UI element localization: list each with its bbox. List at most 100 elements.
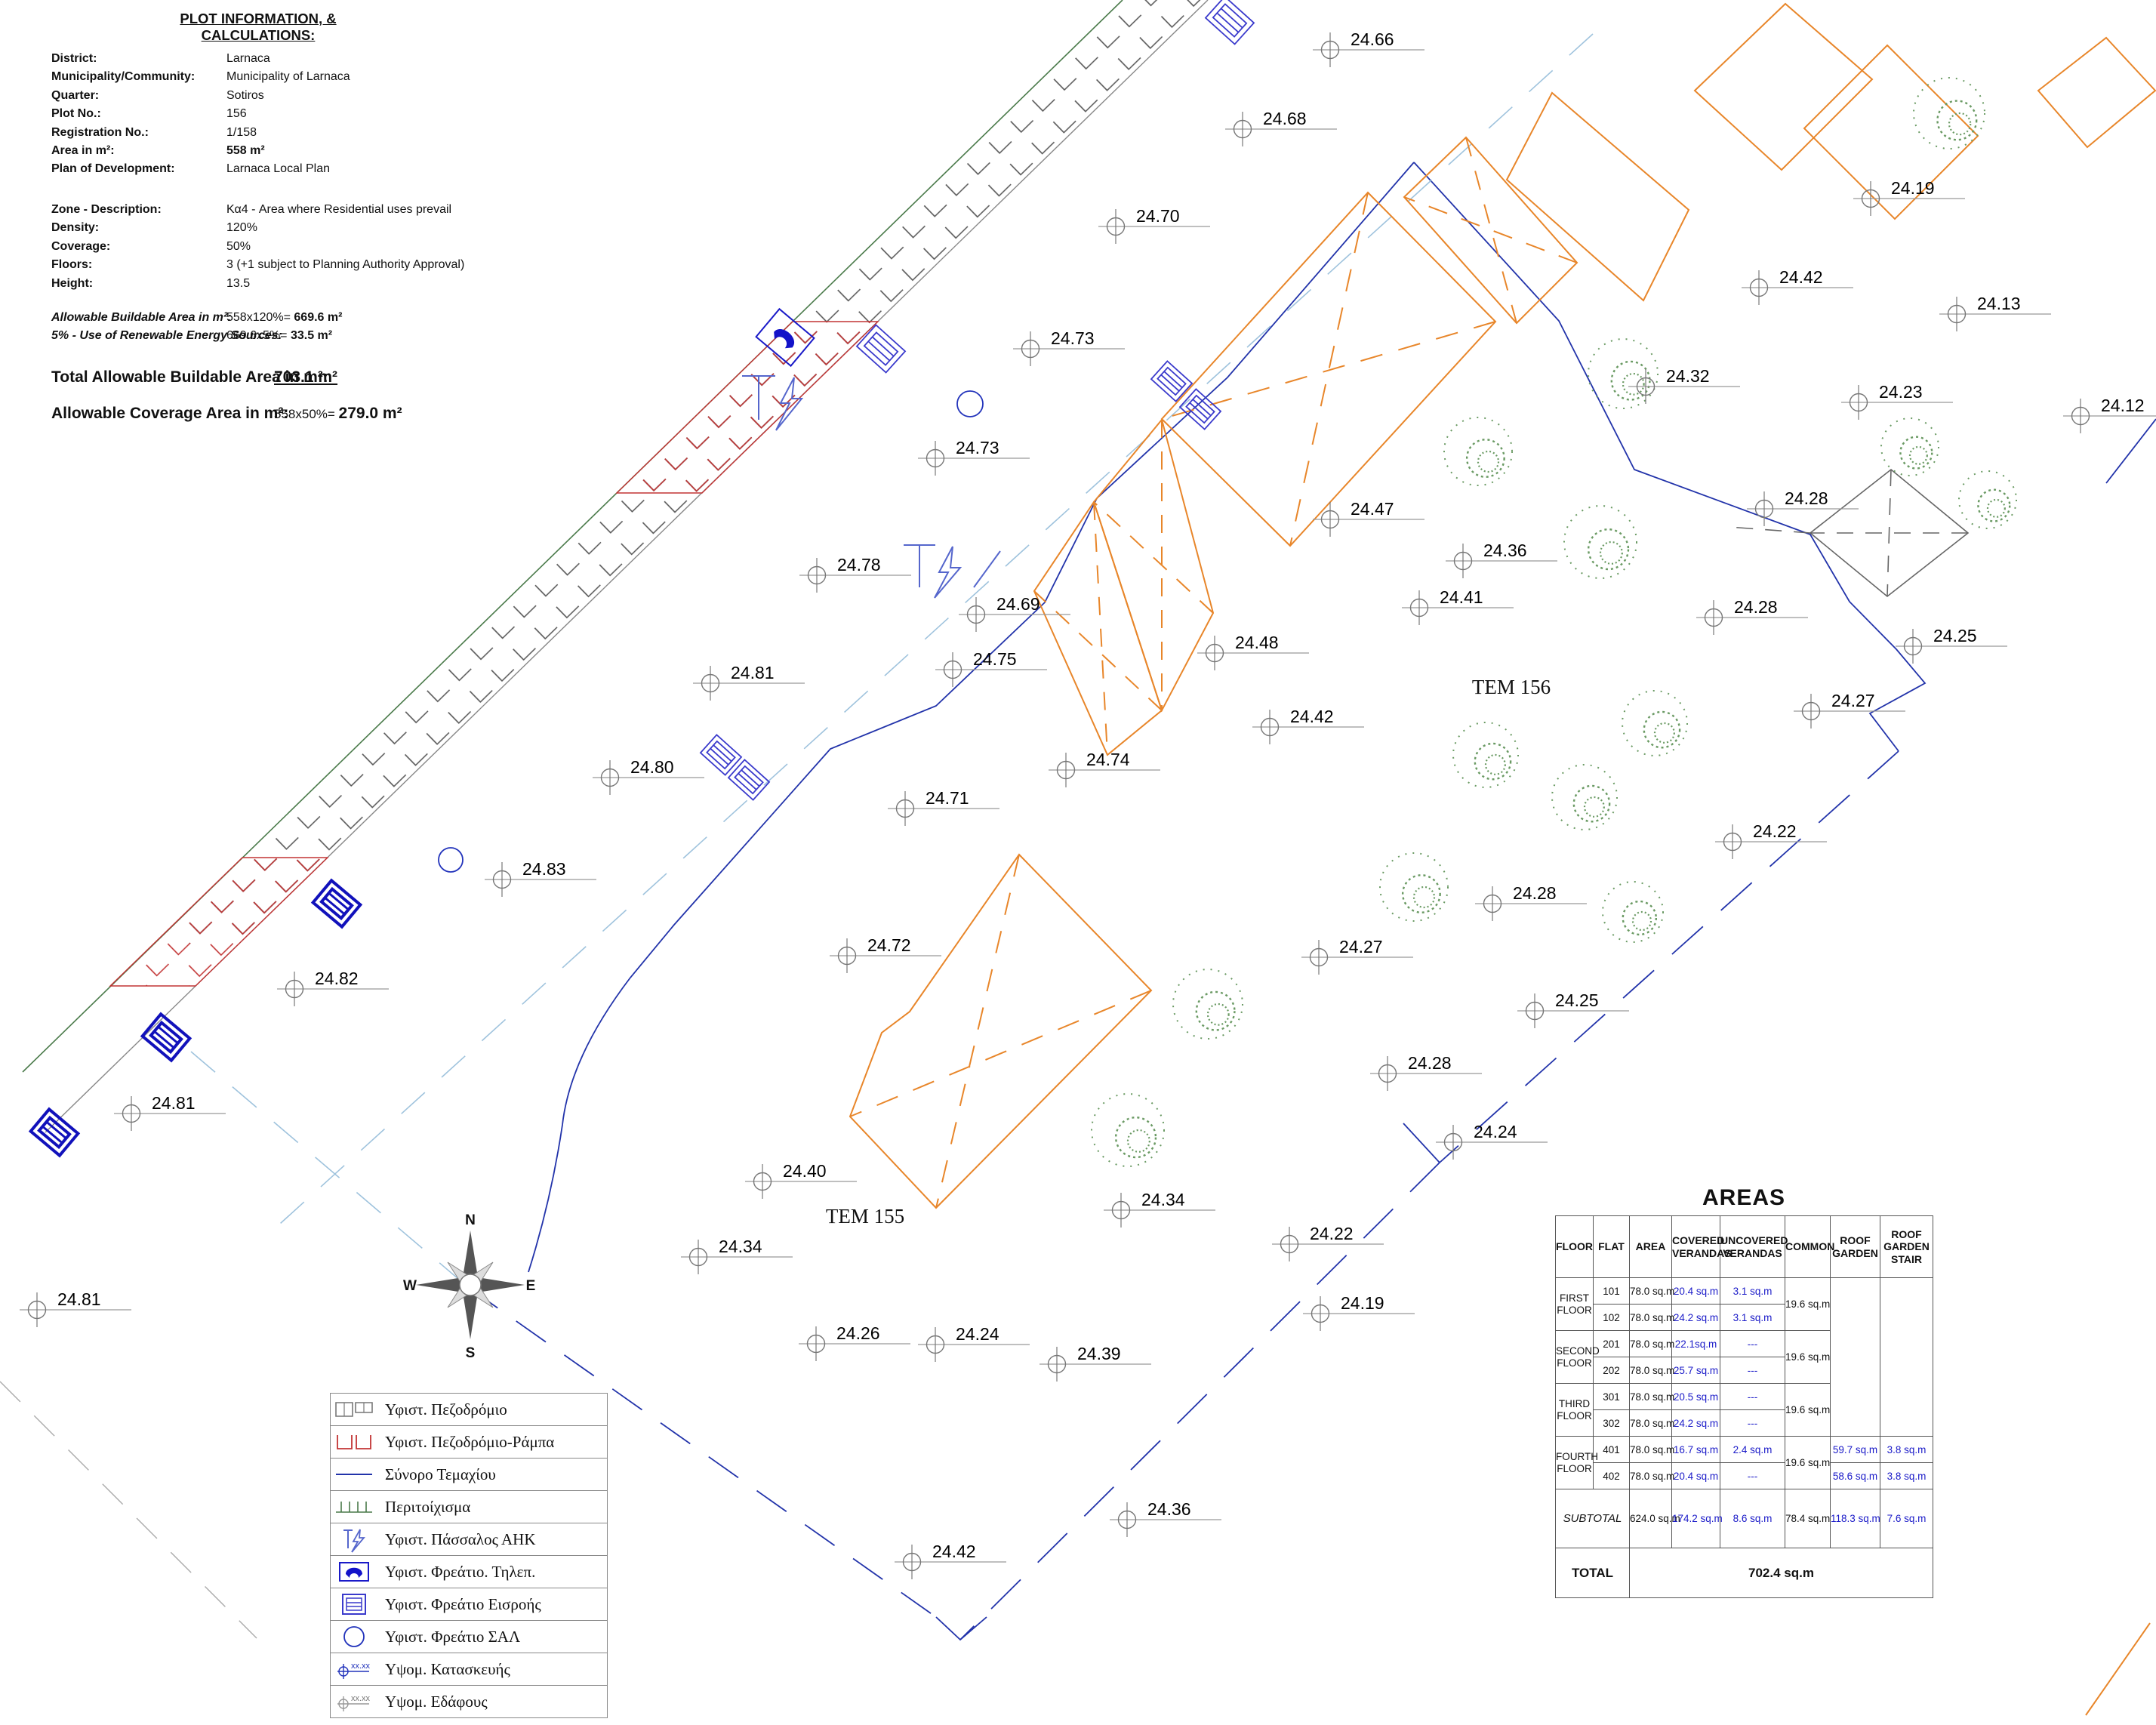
- elevation-value: 24.47: [1351, 499, 1394, 519]
- info-row-label: District:: [51, 52, 97, 65]
- covered-verandas-cell: 24.2 sq.m: [1671, 1304, 1720, 1331]
- roof-garden-stair-cell: 3.8 sq.m: [1880, 1436, 1933, 1463]
- sidewalk-ramp-icon: [331, 1426, 377, 1458]
- info-value-text: Larnaca Local Plan: [226, 162, 330, 176]
- covered-verandas-cell: 20.4 sq.m: [1671, 1462, 1720, 1489]
- info-row: Zone - Description:Κα4 - Area where Resi…: [49, 201, 638, 219]
- elevation-marker: 24.47: [1313, 499, 1424, 537]
- legend-label: Υψομ. Εδάφους: [385, 1692, 488, 1711]
- tree-icon: [1379, 852, 1449, 922]
- legend-label: Υφιστ. Φρεάτιο Εισροής: [385, 1594, 541, 1613]
- tree-icon: [1588, 338, 1659, 409]
- tree-icon: [1602, 881, 1664, 943]
- marker-circle: [1453, 551, 1473, 571]
- proposed-buildings: [849, 136, 1578, 1209]
- legend-row: Υφιστ. Πεζοδρόμιο: [331, 1394, 607, 1426]
- flat-cell: 202: [1593, 1357, 1630, 1384]
- roof-garden-stair-empty-cell: [1880, 1277, 1933, 1437]
- coverage-row: Allowable Coverage Area in m²:558x50%= 2…: [49, 402, 638, 425]
- compass-e-label: E: [526, 1278, 536, 1294]
- sidewalk-icon: [331, 1394, 377, 1425]
- utility-symbols: [28, 0, 1255, 1158]
- column-header: UNCOVERED VERANDAS: [1720, 1215, 1788, 1278]
- sal-manhole-icon: [438, 847, 464, 873]
- tree-icon: [1880, 417, 1939, 476]
- elevation-value: 24.72: [867, 935, 911, 955]
- elevation-marker: 24.25: [1517, 990, 1629, 1028]
- elevation-marker: 24.83: [485, 859, 596, 897]
- area-cell: 78.0 sq.m: [1629, 1277, 1674, 1305]
- flat-cell: 402: [1593, 1462, 1630, 1489]
- elevation-marker: 24.75: [935, 649, 1047, 687]
- marker-circle: [926, 1335, 945, 1354]
- legend-label: Υφιστ. Φρεάτιο. Τηλεπ.: [385, 1562, 536, 1581]
- marker-circle: [688, 1247, 708, 1267]
- info-value-text: Sotiros: [226, 88, 264, 102]
- covered-verandas-cell: 16.7 sq.m: [1671, 1436, 1720, 1463]
- marker-circle: [895, 799, 915, 818]
- elevation-value: 24.73: [956, 438, 999, 457]
- floor-cell: SECOND FLOOR: [1555, 1330, 1600, 1384]
- existing-building: [1728, 468, 1970, 598]
- info-value-text: 1/158: [226, 125, 257, 139]
- marker-circle: [1205, 643, 1224, 663]
- info-value-text: 3 (+1 subject to Planning Authority Appr…: [226, 258, 465, 272]
- info-row-label: Quarter:: [51, 88, 100, 102]
- marker-circle: [1056, 760, 1076, 780]
- tree-icon: [1622, 690, 1688, 756]
- elevation-value: 24.28: [1408, 1053, 1452, 1073]
- floor-cell: FOURTH FLOOR: [1555, 1436, 1598, 1489]
- sal-manhole-icon: [956, 390, 984, 417]
- marker-circle: [1378, 1064, 1397, 1083]
- marker-circle: [1260, 717, 1280, 737]
- legend-label: Υφιστ. Πάσσαλος ΑΗΚ: [385, 1529, 536, 1548]
- coverage-area-row: Allowable Coverage Area in m²:558x50%= 2…: [49, 402, 638, 425]
- elevation-value: 24.34: [719, 1237, 762, 1256]
- marker-circle: [1320, 510, 1340, 529]
- info-row-value: 558x50%= 279.0 m²: [274, 402, 402, 426]
- inflow-manhole-bold-icon: [28, 878, 363, 1158]
- elevation-marker: 24.72: [830, 935, 941, 973]
- elevation-value: 24.24: [956, 1324, 999, 1344]
- info-value-text: 156: [226, 107, 247, 121]
- subtotal-roof-stair: 7.6 sq.m: [1880, 1489, 1933, 1548]
- elevation-marker: 24.41: [1402, 587, 1514, 625]
- elevation-value: 24.81: [57, 1289, 101, 1309]
- legend-row: Περιτοίχισμα: [331, 1491, 607, 1523]
- marker-circle: [753, 1172, 772, 1191]
- elevation-value: 24.24: [1474, 1122, 1517, 1141]
- marker-circle: [1047, 1354, 1067, 1374]
- marker-circle: [1117, 1510, 1137, 1529]
- info-row-value: Κα4 - Area where Residential uses prevai…: [226, 201, 451, 219]
- marker-circle: [943, 660, 962, 679]
- uncovered-verandas-cell: 2.4 sq.m: [1720, 1436, 1785, 1463]
- plot-info-title: PLOT INFORMATION, & CALCULATIONS:: [180, 11, 337, 43]
- elevation-marker: 24.24: [918, 1324, 1030, 1362]
- marker-circle: [966, 605, 986, 624]
- elevation-marker: 24.34: [681, 1237, 793, 1274]
- elevation-value: 24.41: [1440, 587, 1483, 607]
- info-value-text: 558x50%=: [274, 407, 339, 421]
- elevation-value: 24.26: [836, 1323, 880, 1343]
- elevation-marker: 24.19: [1303, 1293, 1415, 1331]
- elevation-value: 24.39: [1077, 1344, 1121, 1363]
- marker-circle: [1021, 339, 1040, 359]
- area-cell: 78.0 sq.m: [1629, 1357, 1674, 1384]
- marker-circle: [1801, 701, 1821, 721]
- elevation-value: 24.23: [1879, 382, 1923, 402]
- elevation-marker: 24.69: [959, 594, 1070, 632]
- trees-layer: [1091, 77, 2017, 1167]
- elevation-value: 24.19: [1341, 1293, 1384, 1313]
- elevation-marker: 24.71: [888, 788, 999, 826]
- info-row-label: Plot No.:: [51, 107, 101, 121]
- marker-circle: [1443, 1132, 1463, 1152]
- elevation-value: 24.66: [1351, 29, 1394, 49]
- elevation-value: 24.32: [1666, 366, 1710, 386]
- area-cell: 78.0 sq.m: [1629, 1304, 1674, 1331]
- marker-circle: [1525, 1001, 1545, 1021]
- elevation-marker: 24.78: [799, 555, 911, 593]
- elevation-marker: 24.24: [1436, 1122, 1548, 1160]
